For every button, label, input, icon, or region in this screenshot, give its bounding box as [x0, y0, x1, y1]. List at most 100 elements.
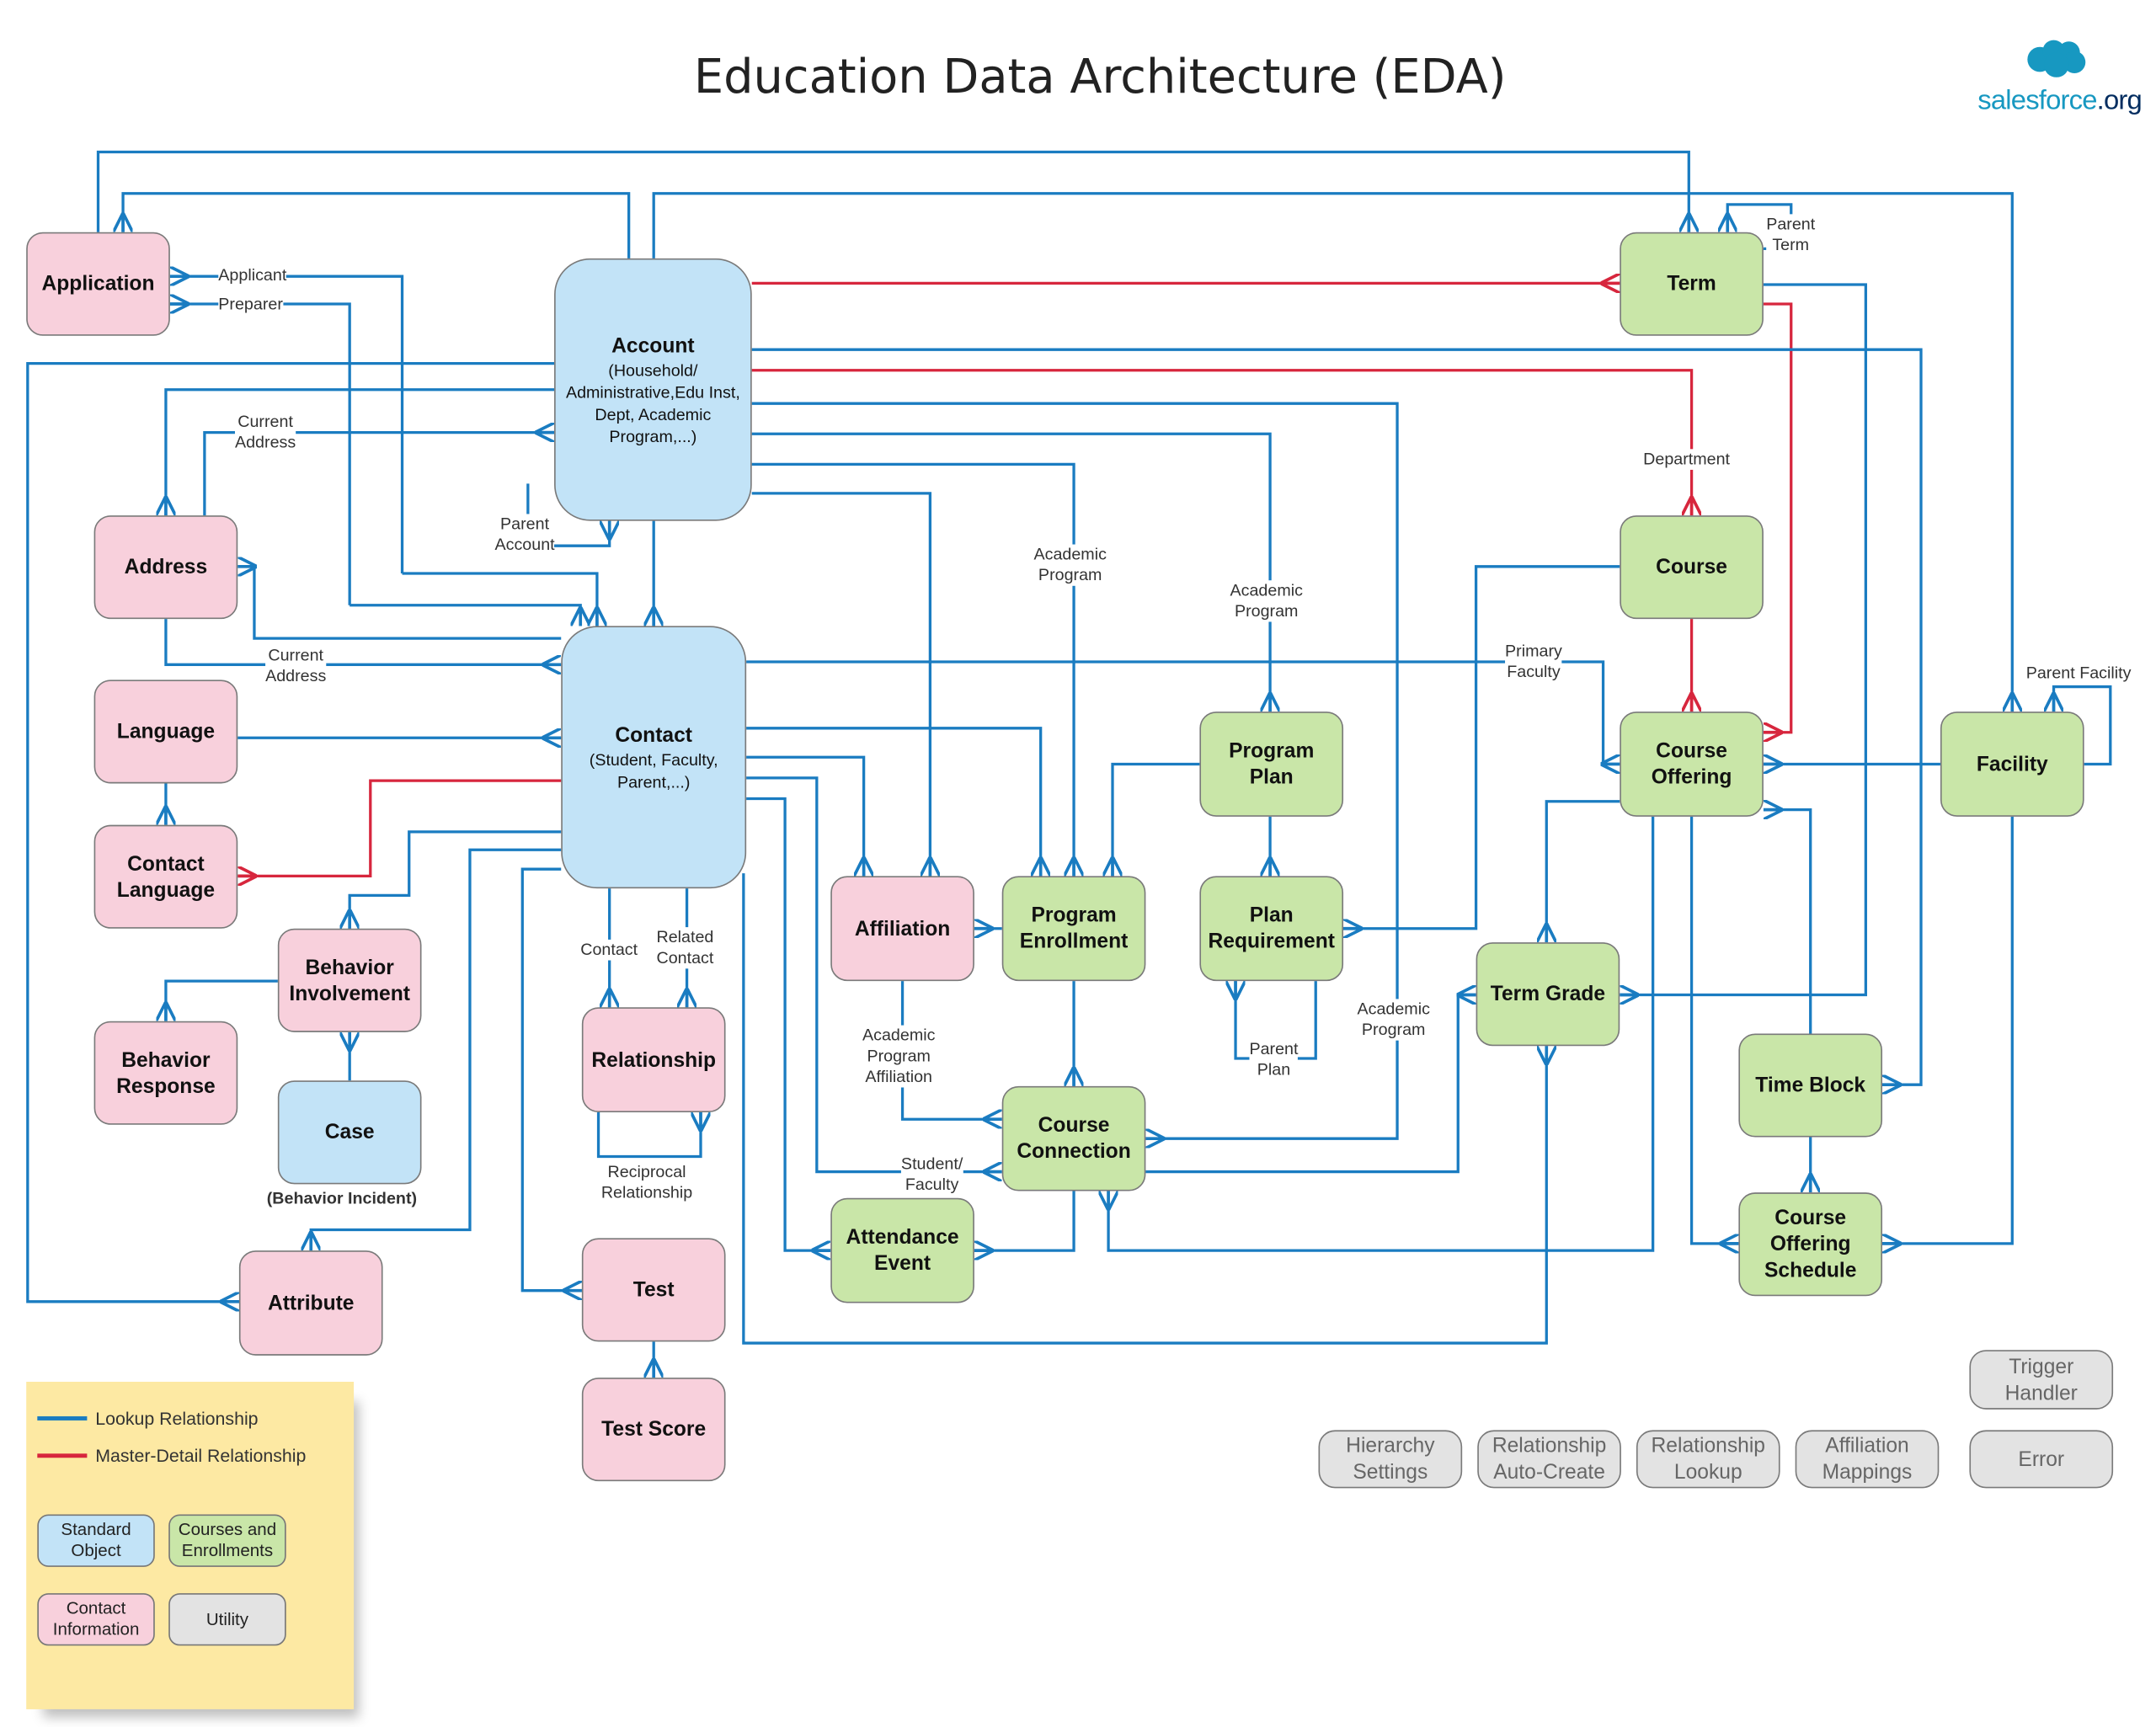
- node-label: Term Grade: [1490, 982, 1606, 1006]
- node-time-block[interactable]: Time Block: [1738, 1033, 1883, 1138]
- node-course-offering-schedule[interactable]: Course Offering Schedule: [1738, 1192, 1883, 1297]
- node-plan-requirement[interactable]: Plan Requirement: [1199, 876, 1344, 982]
- node-program-plan[interactable]: Program Plan: [1199, 712, 1344, 817]
- lookup-line-30: [746, 660, 1620, 764]
- node-label: Course Connection: [1017, 1113, 1131, 1164]
- lookup-line-34: [746, 797, 831, 1250]
- node-label: Plan Requirement: [1208, 903, 1335, 954]
- node-sublabel: (Student, Faculty, Parent,...): [589, 749, 718, 792]
- lookup-line-55: [1763, 810, 1812, 1034]
- node-affiliation[interactable]: Affiliation: [830, 876, 974, 982]
- lookup-line-43: [1343, 565, 1620, 929]
- edge-label-contact: Contact: [580, 939, 638, 961]
- node-relationship[interactable]: Relationship: [581, 1007, 726, 1113]
- lookup-line-32: [746, 755, 863, 877]
- edge-label-academic-program-1: Academic Program: [1033, 544, 1107, 586]
- lookup-line-41: [1620, 283, 1867, 994]
- node-label: Trigger Handler: [2004, 1355, 2078, 1405]
- master-detail-line-swatch: [37, 1453, 88, 1458]
- node-case[interactable]: Case: [277, 1080, 422, 1185]
- cloud-icon: [2027, 40, 2086, 77]
- node-affiliation-mappings[interactable]: Affiliation Mappings: [1795, 1430, 1940, 1489]
- lookup-line-2: [652, 192, 2012, 712]
- lookup-line-3: [402, 572, 597, 626]
- edge-label-preparer: Preparer: [218, 294, 283, 316]
- node-label: Program Plan: [1229, 738, 1315, 790]
- salesforce-org-logo: salesforce.org: [1973, 39, 2146, 121]
- node-label: Attendance Event: [846, 1225, 959, 1276]
- node-application[interactable]: Application: [26, 232, 170, 336]
- node-attribute[interactable]: Attribute: [238, 1250, 383, 1356]
- legend-lookup: Lookup Relationship: [37, 1408, 259, 1429]
- edge-label-reciprocal-relationship: Reciprocal Relationship: [600, 1162, 693, 1204]
- edge-label-parent-account: Parent Account: [494, 514, 555, 556]
- node-label: Application: [41, 272, 155, 296]
- node-account[interactable]: Account(Household/ Administrative,Edu In…: [554, 258, 752, 521]
- node-label: Course Offering Schedule: [1764, 1206, 1857, 1282]
- node-course-offering[interactable]: Course Offering: [1620, 712, 1764, 817]
- edge-label-academic-program-affiliation: Academic Program Affiliation: [862, 1025, 936, 1088]
- node-behavior-response[interactable]: Behavior Response: [93, 1021, 238, 1125]
- edge-label-parent-term: Parent Term: [1766, 214, 1816, 256]
- node-program-enrollment[interactable]: Program Enrollment: [1001, 876, 1146, 982]
- node-test-score[interactable]: Test Score: [581, 1378, 726, 1482]
- node-term-grade[interactable]: Term Grade: [1476, 942, 1620, 1047]
- lookup-line-24: [311, 848, 562, 1251]
- lookup-line-37: [751, 462, 1074, 877]
- lookup-line-53: [1546, 800, 1620, 943]
- master-detail-line-20: [237, 779, 562, 876]
- node-facility[interactable]: Facility: [1940, 712, 2084, 817]
- lookup-line-swatch: [37, 1416, 88, 1421]
- lookup-line-12: [166, 388, 555, 516]
- lookup-line-59: [2054, 685, 2112, 766]
- edge-label-academic-program-2: Academic Program: [1230, 580, 1303, 622]
- node-label: Test: [632, 1277, 675, 1302]
- edge-label-related-contact: Related Contact: [656, 927, 714, 969]
- node-contact-language[interactable]: Contact Language: [93, 824, 238, 929]
- node-relationship-auto-create[interactable]: Relationship Auto-Create: [1477, 1430, 1621, 1489]
- node-label: Course: [1656, 555, 1727, 579]
- node-term[interactable]: Term: [1620, 232, 1764, 336]
- node-contact[interactable]: Contact(Student, Faculty, Parent,...): [561, 626, 747, 889]
- lookup-line-58: [1882, 816, 2014, 1244]
- node-behavior-involvement[interactable]: Behavior Involvement: [277, 928, 422, 1032]
- legend-courses-enrollments: Courses and Enrollments: [168, 1514, 286, 1567]
- node-language[interactable]: Language: [93, 680, 238, 784]
- node-test[interactable]: Test: [581, 1238, 726, 1342]
- node-course-connection[interactable]: Course Connection: [1001, 1085, 1146, 1191]
- lookup-line-50: [1145, 995, 1476, 1174]
- node-hierarchy-settings[interactable]: Hierarchy Settings: [1318, 1430, 1463, 1489]
- edge-label-applicant: Applicant: [218, 265, 287, 286]
- node-label: Relationship Lookup: [1651, 1434, 1766, 1484]
- node-label: Facility: [1976, 752, 2048, 776]
- legend-lookup-label: Lookup Relationship: [95, 1408, 259, 1429]
- lookup-line-5: [350, 604, 580, 626]
- lookup-line-16: [237, 567, 562, 640]
- node-label: Contact Language: [116, 851, 216, 902]
- node-relationship-lookup[interactable]: Relationship Lookup: [1636, 1430, 1780, 1489]
- node-label: Term: [1667, 272, 1716, 296]
- node-attendance-event[interactable]: Attendance Event: [830, 1197, 974, 1303]
- node-label: Relationship Auto-Create: [1492, 1434, 1607, 1484]
- logo-text: salesforce.org: [1977, 85, 2142, 116]
- edge-label-current-address-1: Current Address: [234, 412, 296, 454]
- lookup-line-22: [166, 979, 278, 1021]
- lookup-line-11: [26, 361, 555, 1302]
- node-course[interactable]: Course: [1620, 515, 1764, 620]
- node-label: Program Enrollment: [1019, 903, 1129, 954]
- lookup-line-38: [751, 432, 1270, 712]
- edge-label-academic-program-3: Academic Program: [1357, 999, 1430, 1041]
- edge-label-student-faculty: Student/ Faculty: [900, 1154, 963, 1196]
- legend-utility: Utility: [168, 1593, 286, 1646]
- node-label: Hierarchy Settings: [1346, 1434, 1435, 1484]
- node-address[interactable]: Address: [93, 515, 238, 620]
- lookup-line-1: [123, 192, 631, 259]
- node-error[interactable]: Error: [1969, 1430, 2114, 1489]
- edge-label-parent-plan: Parent Plan: [1249, 1039, 1299, 1081]
- node-trigger-handler[interactable]: Trigger Handler: [1969, 1350, 2114, 1410]
- node-label: Affiliation Mappings: [1822, 1434, 1913, 1484]
- node-label: Account: [611, 333, 695, 358]
- page-title: Education Data Architecture (EDA): [693, 50, 1507, 105]
- lookup-line-25: [520, 867, 582, 1291]
